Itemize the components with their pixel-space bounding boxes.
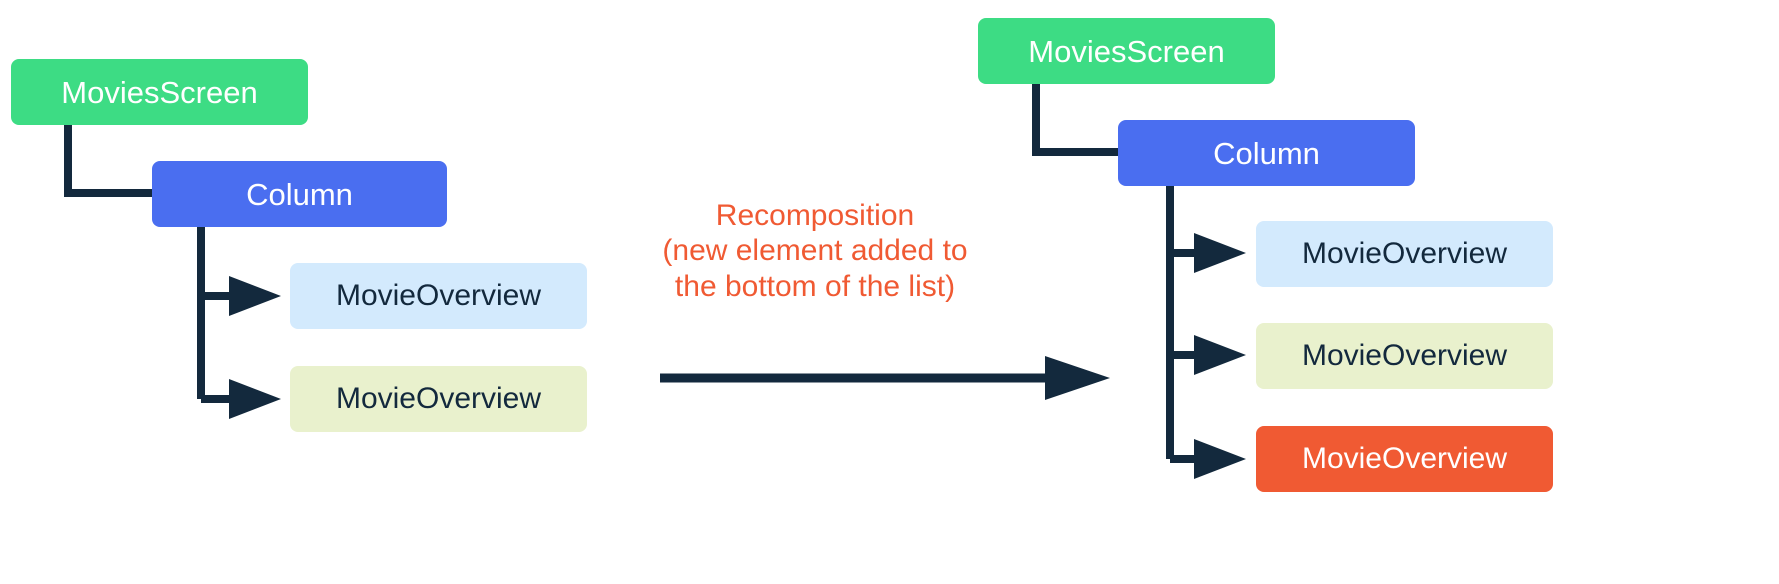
- before-node-column-label: Column: [246, 176, 353, 212]
- before-node-movies-screen[interactable]: MoviesScreen: [11, 59, 308, 125]
- recomposition-arrow-icon: [660, 356, 1110, 400]
- after-node-column-label: Column: [1213, 135, 1320, 171]
- recomposition-caption-line-3: the bottom of the list): [674, 269, 956, 303]
- connector-column-branches-left: [197, 225, 281, 419]
- recomposition-caption: Recomposition (new element added to the …: [655, 198, 975, 304]
- recomposition-caption-line-2: (new element added to: [662, 234, 968, 268]
- after-node-movie-overview-2-label: MovieOverview: [1301, 339, 1508, 372]
- before-node-movie-overview-2[interactable]: MovieOverview: [290, 366, 587, 432]
- recomposition-caption-line-1: Recomposition: [715, 199, 915, 232]
- after-node-movie-overview-1-label: MovieOverview: [1301, 237, 1508, 270]
- before-node-movie-overview-1[interactable]: MovieOverview: [290, 263, 587, 329]
- before-node-movie-overview-1-label: MovieOverview: [335, 279, 542, 312]
- after-node-column[interactable]: Column: [1118, 120, 1415, 186]
- after-node-movie-overview-3-label: MovieOverview: [1301, 442, 1508, 475]
- after-node-movie-overview-3[interactable]: MovieOverview: [1256, 426, 1553, 492]
- before-node-movies-screen-label: MoviesScreen: [61, 74, 258, 110]
- after-node-movies-screen-label: MoviesScreen: [1028, 33, 1225, 69]
- before-node-column[interactable]: Column: [152, 161, 447, 227]
- after-node-movies-screen[interactable]: MoviesScreen: [978, 18, 1275, 84]
- after-node-movie-overview-2[interactable]: MovieOverview: [1256, 323, 1553, 389]
- after-node-movie-overview-1[interactable]: MovieOverview: [1256, 221, 1553, 287]
- before-node-movie-overview-2-label: MovieOverview: [335, 382, 542, 415]
- connector-column-branches-right: [1166, 184, 1246, 479]
